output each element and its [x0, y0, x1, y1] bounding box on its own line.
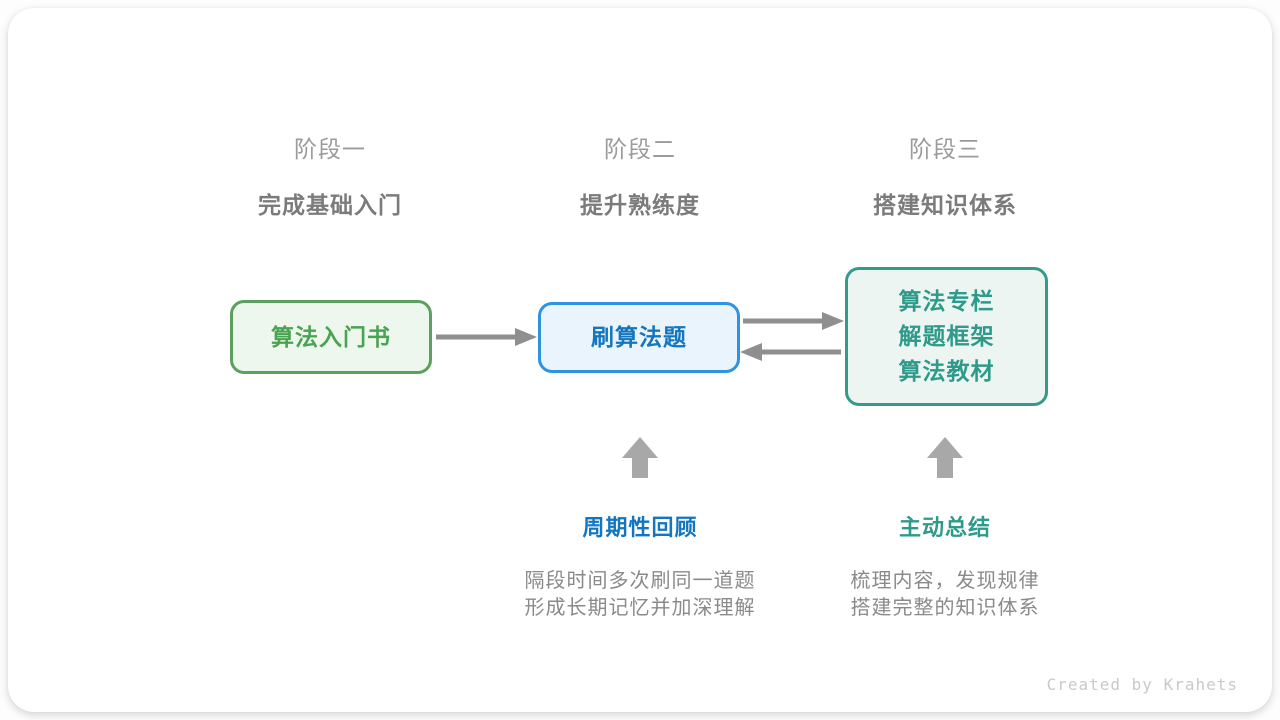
callout-periodic-review: 周期性回顾 隔段时间多次刷同一道题 形成长期记忆并加深理解 — [470, 510, 810, 622]
node-practice: 刷算法题 — [538, 302, 740, 373]
stage-3-subtitle: 搭建知识体系 — [873, 192, 1017, 218]
node-knowledge: 算法专栏 解题框架 算法教材 — [845, 267, 1048, 406]
stage-3-label: 阶段三 — [909, 136, 981, 162]
callout-active-summary-title: 主动总结 — [898, 515, 991, 540]
node-practice-label: 刷算法题 — [591, 324, 687, 350]
callout-periodic-review-title: 周期性回顾 — [582, 515, 698, 540]
callout-active-summary-desc: 梳理内容，发现规律 搭建完整的知识体系 — [775, 568, 1115, 622]
stage-2-subtitle: 提升熟练度 — [580, 192, 700, 218]
stage-1-header: 阶段一 完成基础入门 — [170, 130, 490, 220]
stage-1-subtitle: 完成基础入门 — [258, 192, 402, 218]
stage-2-header: 阶段二 提升熟练度 — [480, 130, 800, 220]
node-knowledge-line-3: 算法教材 — [898, 358, 995, 384]
callout-periodic-review-desc-line-1: 隔段时间多次刷同一道题 — [524, 570, 756, 592]
stage-3-header: 阶段三 搭建知识体系 — [785, 130, 1105, 220]
callout-active-summary-desc-line-2: 搭建完整的知识体系 — [850, 597, 1040, 619]
node-intro-book-label: 算法入门书 — [271, 323, 391, 350]
node-knowledge-line-1: 算法专栏 — [898, 288, 995, 314]
stage-1-label: 阶段一 — [294, 136, 366, 162]
callout-active-summary-desc-line-1: 梳理内容，发现规律 — [850, 570, 1040, 592]
callout-periodic-review-desc-line-2: 形成长期记忆并加深理解 — [524, 597, 756, 619]
callout-active-summary: 主动总结 梳理内容，发现规律 搭建完整的知识体系 — [775, 510, 1115, 622]
callout-periodic-review-desc: 隔段时间多次刷同一道题 形成长期记忆并加深理解 — [470, 568, 810, 622]
stage-2-label: 阶段二 — [604, 136, 676, 162]
node-intro-book: 算法入门书 — [230, 300, 432, 374]
node-knowledge-line-2: 解题框架 — [898, 323, 995, 349]
credit-text: Created by Krahets — [1046, 675, 1238, 694]
